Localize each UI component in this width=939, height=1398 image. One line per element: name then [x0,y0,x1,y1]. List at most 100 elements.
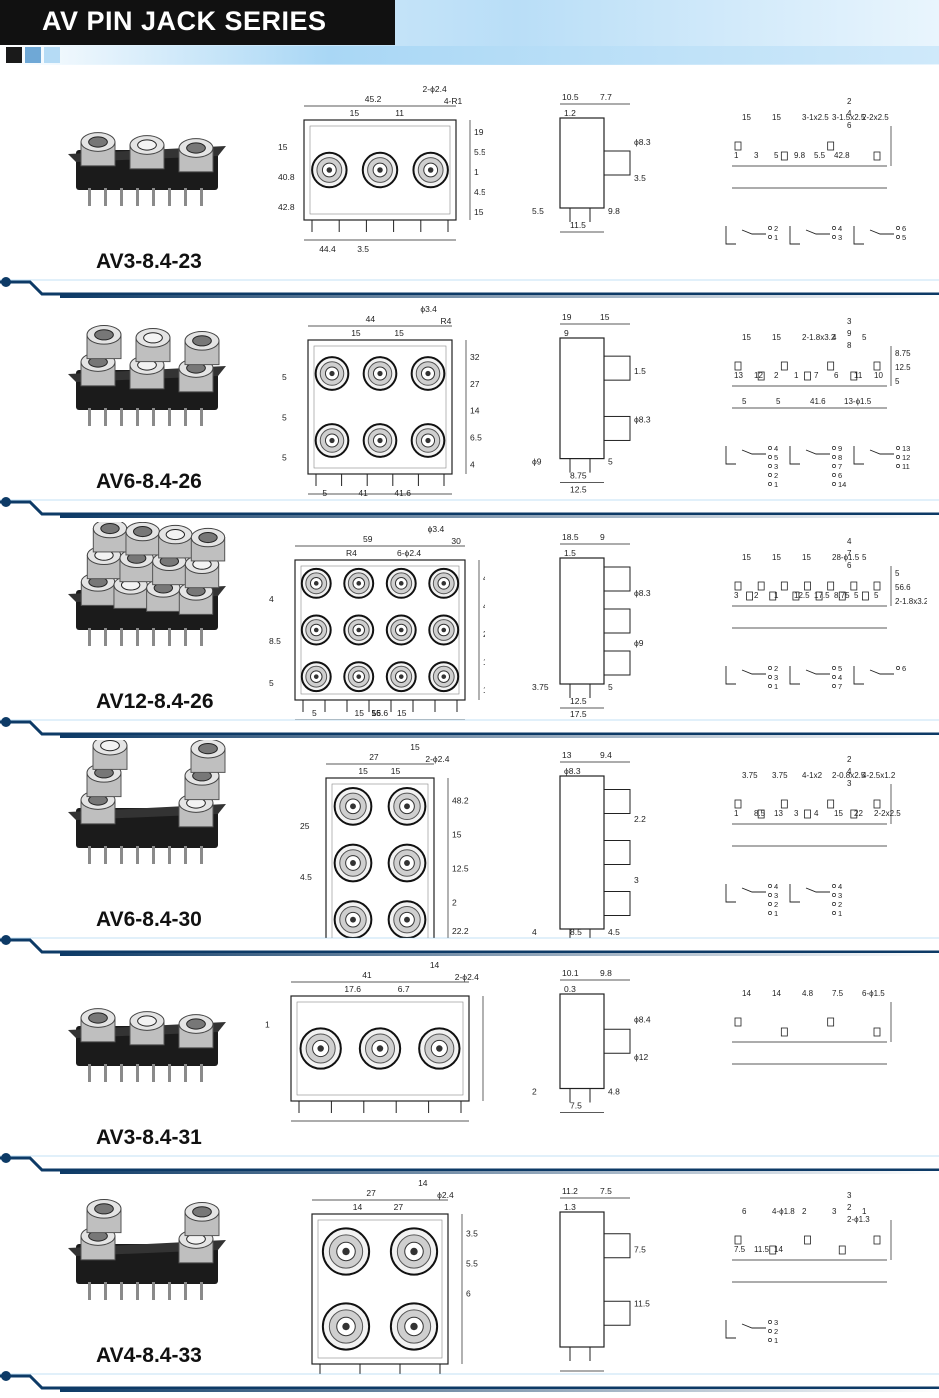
front-dimension-label: 25 [300,821,310,831]
front-dimension-label: 4.5 [474,187,485,197]
side-dimension-label: 0.3 [564,984,576,994]
front-dimension-label: 2-ϕ2.4 [425,754,449,764]
header-square-mid [25,47,41,63]
front-inner-outline [309,125,451,215]
pcb-pad [780,151,788,161]
front-dimension-label: 27 [366,1188,376,1198]
front-outline [303,119,457,221]
front-jack [428,661,460,693]
front-jack [387,900,427,938]
side-jack-barrel [603,415,631,441]
front-jack [412,151,449,189]
divider-glow [60,1171,939,1174]
front-dimension-label: 14 [483,685,485,695]
divider-line [0,1156,939,1172]
pcb-dimension-label: 3 [847,1191,852,1200]
pcb-dimension-label: 17.5 [814,591,830,600]
switch-symbol [725,446,766,465]
front-jack [333,843,373,883]
side-body [559,1211,605,1348]
pin-number-label: 13 [902,444,910,453]
pcb-dimension-label: 22 [854,809,863,818]
pin-leg [168,846,171,864]
pin-number-label: 6 [902,224,906,233]
front-inner-outline [296,1001,464,1096]
front-dimension-label: 4-R1 [444,96,463,106]
pcb-dimension-label: 2 [754,591,759,600]
model-number: AV3-8.4-31 [96,1126,202,1149]
side-dimension-label: ϕ9 [634,638,644,648]
pcb-dimension-label: 3.75 [742,771,758,780]
pin-number-label: 1 [774,682,778,691]
pcb-dimension-label: 2-0.8x2.5 [832,771,866,780]
product-photo [68,324,226,426]
pin-number-label: 6 [902,664,906,673]
pin-number-label: 4 [838,882,842,891]
pin-number-label: 9 [838,444,842,453]
pcb-pad [804,581,811,591]
pcb-dimension-label: 12.5 [895,363,911,372]
pcb-dimension-label: 15 [802,553,811,562]
pin-leg [88,1064,91,1082]
front-jack [428,567,460,599]
pin-leg [168,1282,171,1300]
pin-leg [88,1282,91,1300]
side-dimension-label: 11.5 [634,1299,650,1309]
side-dimension-label: 8.75 [570,471,587,481]
front-jack [418,1027,461,1070]
pcb-dimension-label: 5 [776,397,781,406]
pcb-pad [804,809,811,819]
pin-leg [184,1282,187,1300]
pcb-pad [757,371,765,381]
side-dimension-label: ϕ9 [532,457,542,467]
pin-terminal [832,455,836,459]
pcb-dimension-label: 3 [832,1207,837,1216]
pcb-dimension-label: 13-ϕ1.5 [844,397,872,406]
pin-number-label: 1 [774,909,778,918]
front-dimension-label: 6.5 [470,433,482,443]
pcb-dimension-label: 4 [832,333,837,342]
pcb-dimension-label: 1 [794,371,799,380]
divider-glow [60,515,939,518]
front-dimension-label: 1 [474,167,479,177]
divider-line [0,1374,939,1390]
pin-leg [136,628,139,646]
pcb-pad [780,581,788,591]
pin-terminal [832,884,836,888]
pin-terminal [832,473,836,477]
side-dimension-label: 5 [608,682,613,692]
switch-symbol [853,226,894,245]
pin-number-label: 2 [838,900,842,909]
front-dimension-label: 22.2 [452,926,469,936]
pin-leg [200,408,203,426]
pcb-dimension-label: 3.75 [772,771,788,780]
pcb-dimension-label: 7 [847,549,852,558]
pin-leg [120,1064,123,1082]
jack-plug [80,352,116,387]
pcb-dimension-label: 7 [814,371,819,380]
pin-leg [152,1064,155,1082]
pcb-pad [827,581,835,591]
jack-plug [135,327,171,363]
pin-number-label: 1 [774,1336,778,1345]
switch-symbol [789,884,830,903]
side-dimension-label: 1.2 [564,108,576,118]
divider-dot [1,935,11,945]
front-dimension-label: 44.4 [319,244,336,254]
product-photo [68,740,226,864]
pin-terminal [768,884,772,888]
pin-number-label: 5 [774,453,778,462]
pcb-dimension-label: 5 [774,151,779,160]
jack-plug [92,740,128,770]
pcb-dimension-label: 5 [895,569,900,578]
pcb-pad [734,1017,742,1027]
pcb-dimension-label: 28-ϕ1.5 [832,553,860,562]
